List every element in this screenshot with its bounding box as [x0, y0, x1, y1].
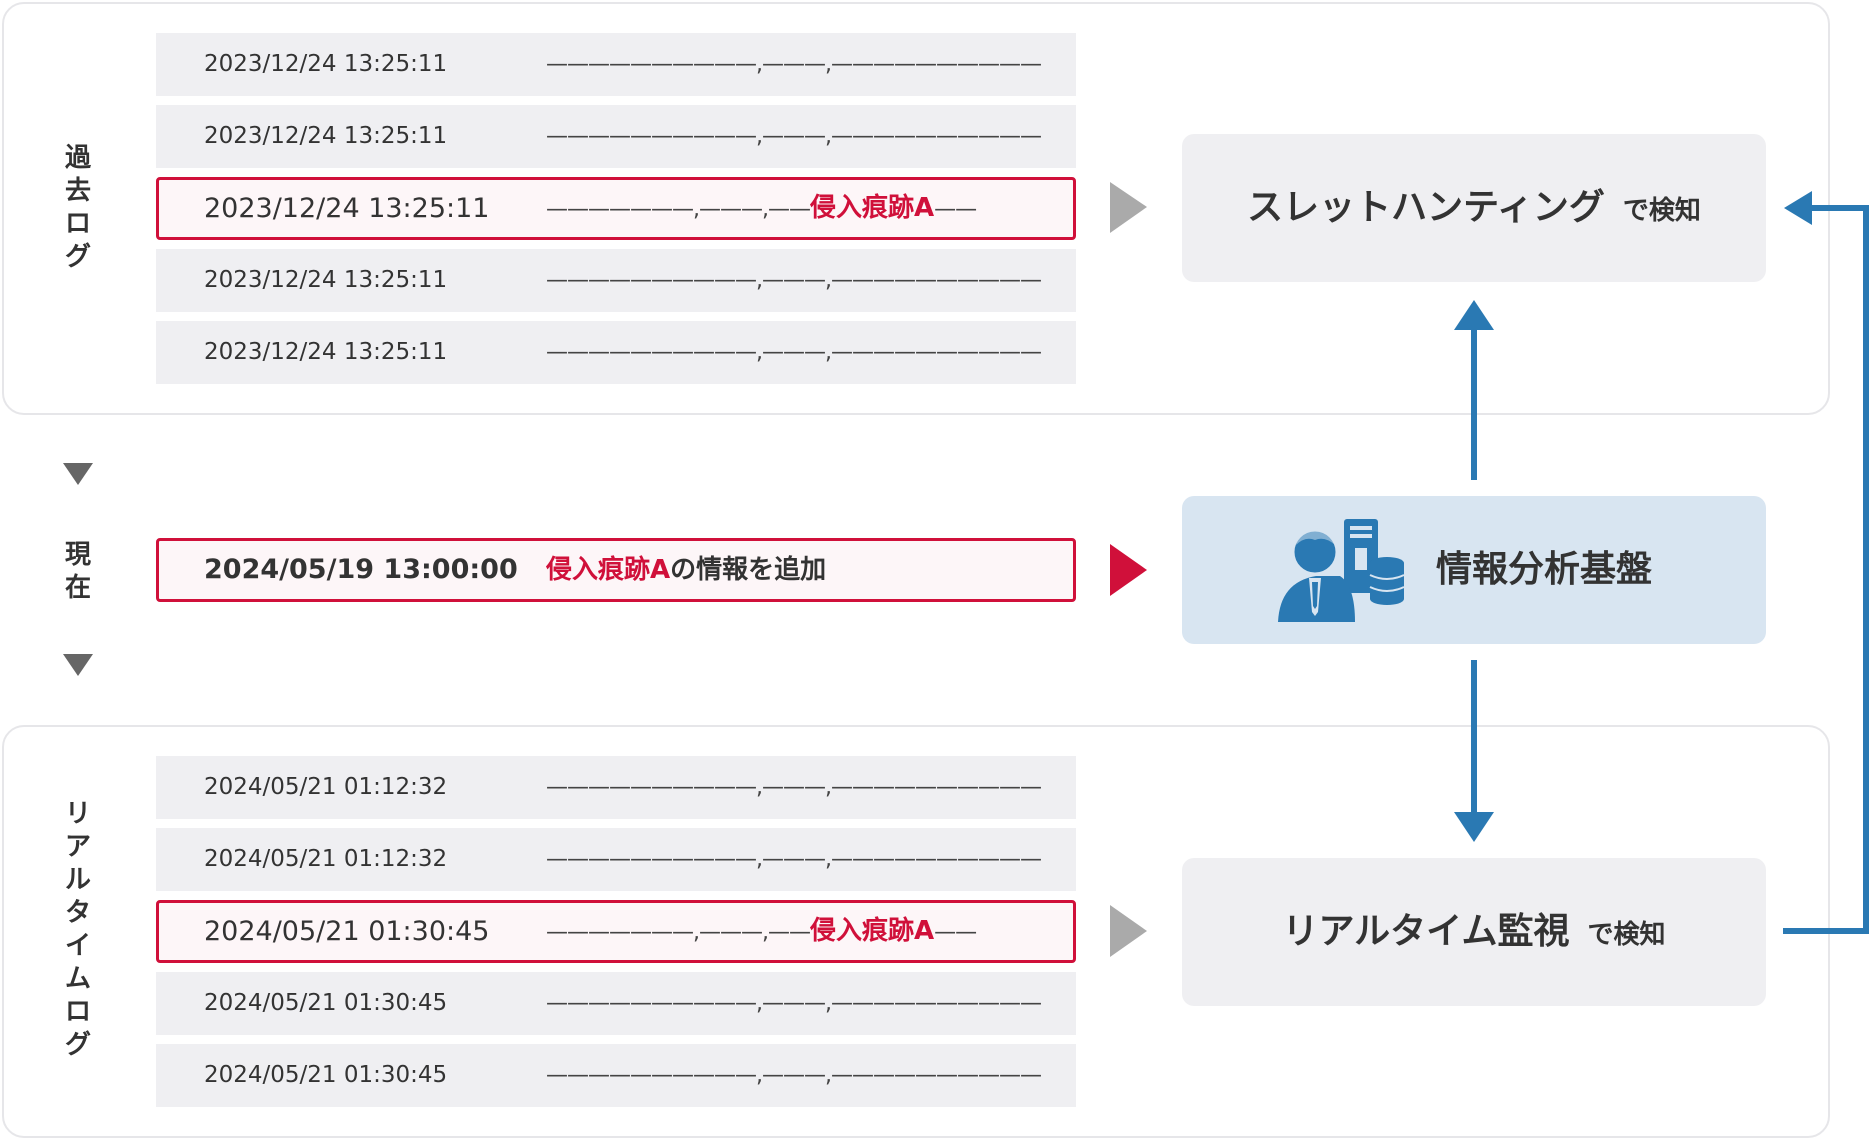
detect-suffix: で検知 — [1587, 920, 1666, 950]
up-arrow-icon — [1454, 300, 1494, 330]
down-triangle-icon — [63, 654, 93, 676]
current-timestamp: 2024/05/19 13:00:00 — [204, 554, 518, 585]
log-timestamp: 2023/12/24 13:25:11 — [204, 51, 448, 77]
log-timestamp: 2024/05/21 01:30:45 — [204, 990, 448, 1016]
realtime-log-row: 2024/05/21 01:30:45 ——————————,———,—————… — [156, 1044, 1076, 1107]
log-line: ——————————,———,—————————— — [546, 1063, 1042, 1088]
right-triangle-icon — [1110, 905, 1147, 957]
log-timestamp: 2023/12/24 13:25:11 — [204, 193, 490, 224]
log-line: ——————————,———,—————————— — [546, 991, 1042, 1016]
log-timestamp: 2024/05/21 01:30:45 — [204, 916, 490, 947]
log-line: ——————————,———,—————————— — [546, 52, 1042, 77]
past-log-row: 2023/12/24 13:25:11 ——————————,———,—————… — [156, 105, 1076, 168]
log-line: ——————————,———,—————————— — [546, 775, 1042, 800]
log-line: ——————————,———,—————————— — [546, 124, 1042, 149]
log-line: ——————————,———,—————————— — [546, 847, 1042, 872]
analyst-server-database-icon — [1278, 519, 1405, 622]
down-arrow-icon — [1454, 812, 1494, 842]
realtime-log-label: リアルタイムログ — [64, 799, 91, 1060]
current-entry-row: 2024/05/19 13:00:00 侵入痕跡Aの情報を追加 — [156, 538, 1076, 602]
current-message: 侵入痕跡Aの情報を追加 — [546, 555, 827, 585]
realtime-log-row: 2024/05/21 01:12:32 ——————————,———,—————… — [156, 756, 1076, 819]
realtime-log-row-highlighted: 2024/05/21 01:30:45 ———————,———,——侵入痕跡A—… — [156, 900, 1076, 963]
now-label: 現在 — [64, 540, 91, 603]
log-line: ———————,———,——侵入痕跡A—— — [546, 916, 977, 946]
right-triangle-icon — [1110, 544, 1147, 596]
realtime-log-row: 2024/05/21 01:30:45 ——————————,———,—————… — [156, 972, 1076, 1035]
realtime-monitoring-box: リアルタイム監視で検知 — [1182, 858, 1766, 1006]
left-arrow-icon — [1784, 191, 1812, 225]
log-timestamp: 2023/12/24 13:25:11 — [204, 267, 448, 293]
past-log-label: 過去ログ — [64, 143, 91, 272]
threat-hunting-box: スレットハンティングで検知 — [1182, 134, 1766, 282]
past-log-row: 2023/12/24 13:25:11 ——————————,———,—————… — [156, 321, 1076, 384]
log-line: ——————————,———,—————————— — [546, 340, 1042, 365]
log-timestamp: 2024/05/21 01:12:32 — [204, 774, 448, 800]
past-log-row-highlighted: 2023/12/24 13:25:11 ———————,———,——侵入痕跡A—… — [156, 177, 1076, 240]
intrusion-marker: 侵入痕跡A — [810, 193, 935, 223]
realtime-log-row: 2024/05/21 01:12:32 ——————————,———,—————… — [156, 828, 1076, 891]
past-log-row: 2023/12/24 13:25:11 ——————————,———,—————… — [156, 249, 1076, 312]
intrusion-marker: 侵入痕跡A — [810, 916, 935, 946]
right-triangle-icon — [1110, 182, 1147, 233]
realtime-monitoring-title: リアルタイム監視 — [1282, 911, 1570, 952]
intrusion-marker: 侵入痕跡A — [546, 555, 671, 585]
feedback-arrow-line — [1783, 205, 1869, 934]
detect-suffix: で検知 — [1622, 196, 1701, 226]
threat-hunting-title: スレットハンティング — [1247, 187, 1605, 228]
log-timestamp: 2023/12/24 13:25:11 — [204, 123, 448, 149]
log-line: ——————————,———,—————————— — [546, 268, 1042, 293]
down-triangle-icon — [63, 463, 93, 485]
analysis-platform-title: 情報分析基盤 — [1435, 549, 1652, 590]
log-line: ———————,———,——侵入痕跡A—— — [546, 193, 977, 223]
log-timestamp: 2023/12/24 13:25:11 — [204, 339, 448, 365]
log-timestamp: 2024/05/21 01:12:32 — [204, 846, 448, 872]
log-timestamp: 2024/05/21 01:30:45 — [204, 1062, 448, 1088]
analysis-platform-box: 情報分析基盤 — [1182, 496, 1766, 644]
past-log-row: 2023/12/24 13:25:11 ——————————,———,—————… — [156, 33, 1076, 96]
